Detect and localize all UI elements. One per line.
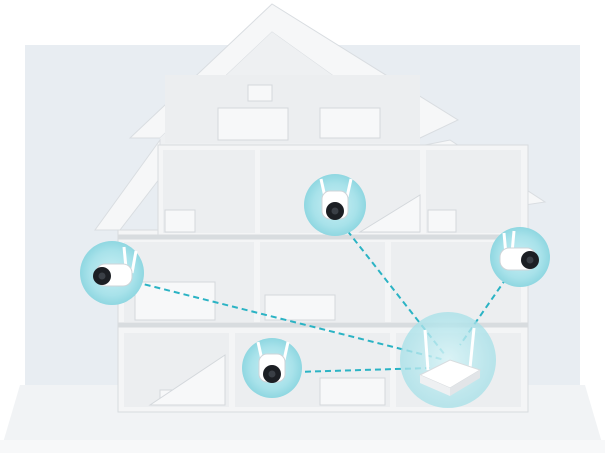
camera-right-exterior[interactable]	[490, 227, 550, 287]
camera-ground-floor[interactable]	[242, 338, 302, 398]
network-hub[interactable]	[400, 312, 496, 408]
attic-room	[165, 75, 420, 143]
camera-left-exterior[interactable]	[80, 241, 144, 305]
camera-upper-stairs[interactable]	[304, 174, 366, 236]
